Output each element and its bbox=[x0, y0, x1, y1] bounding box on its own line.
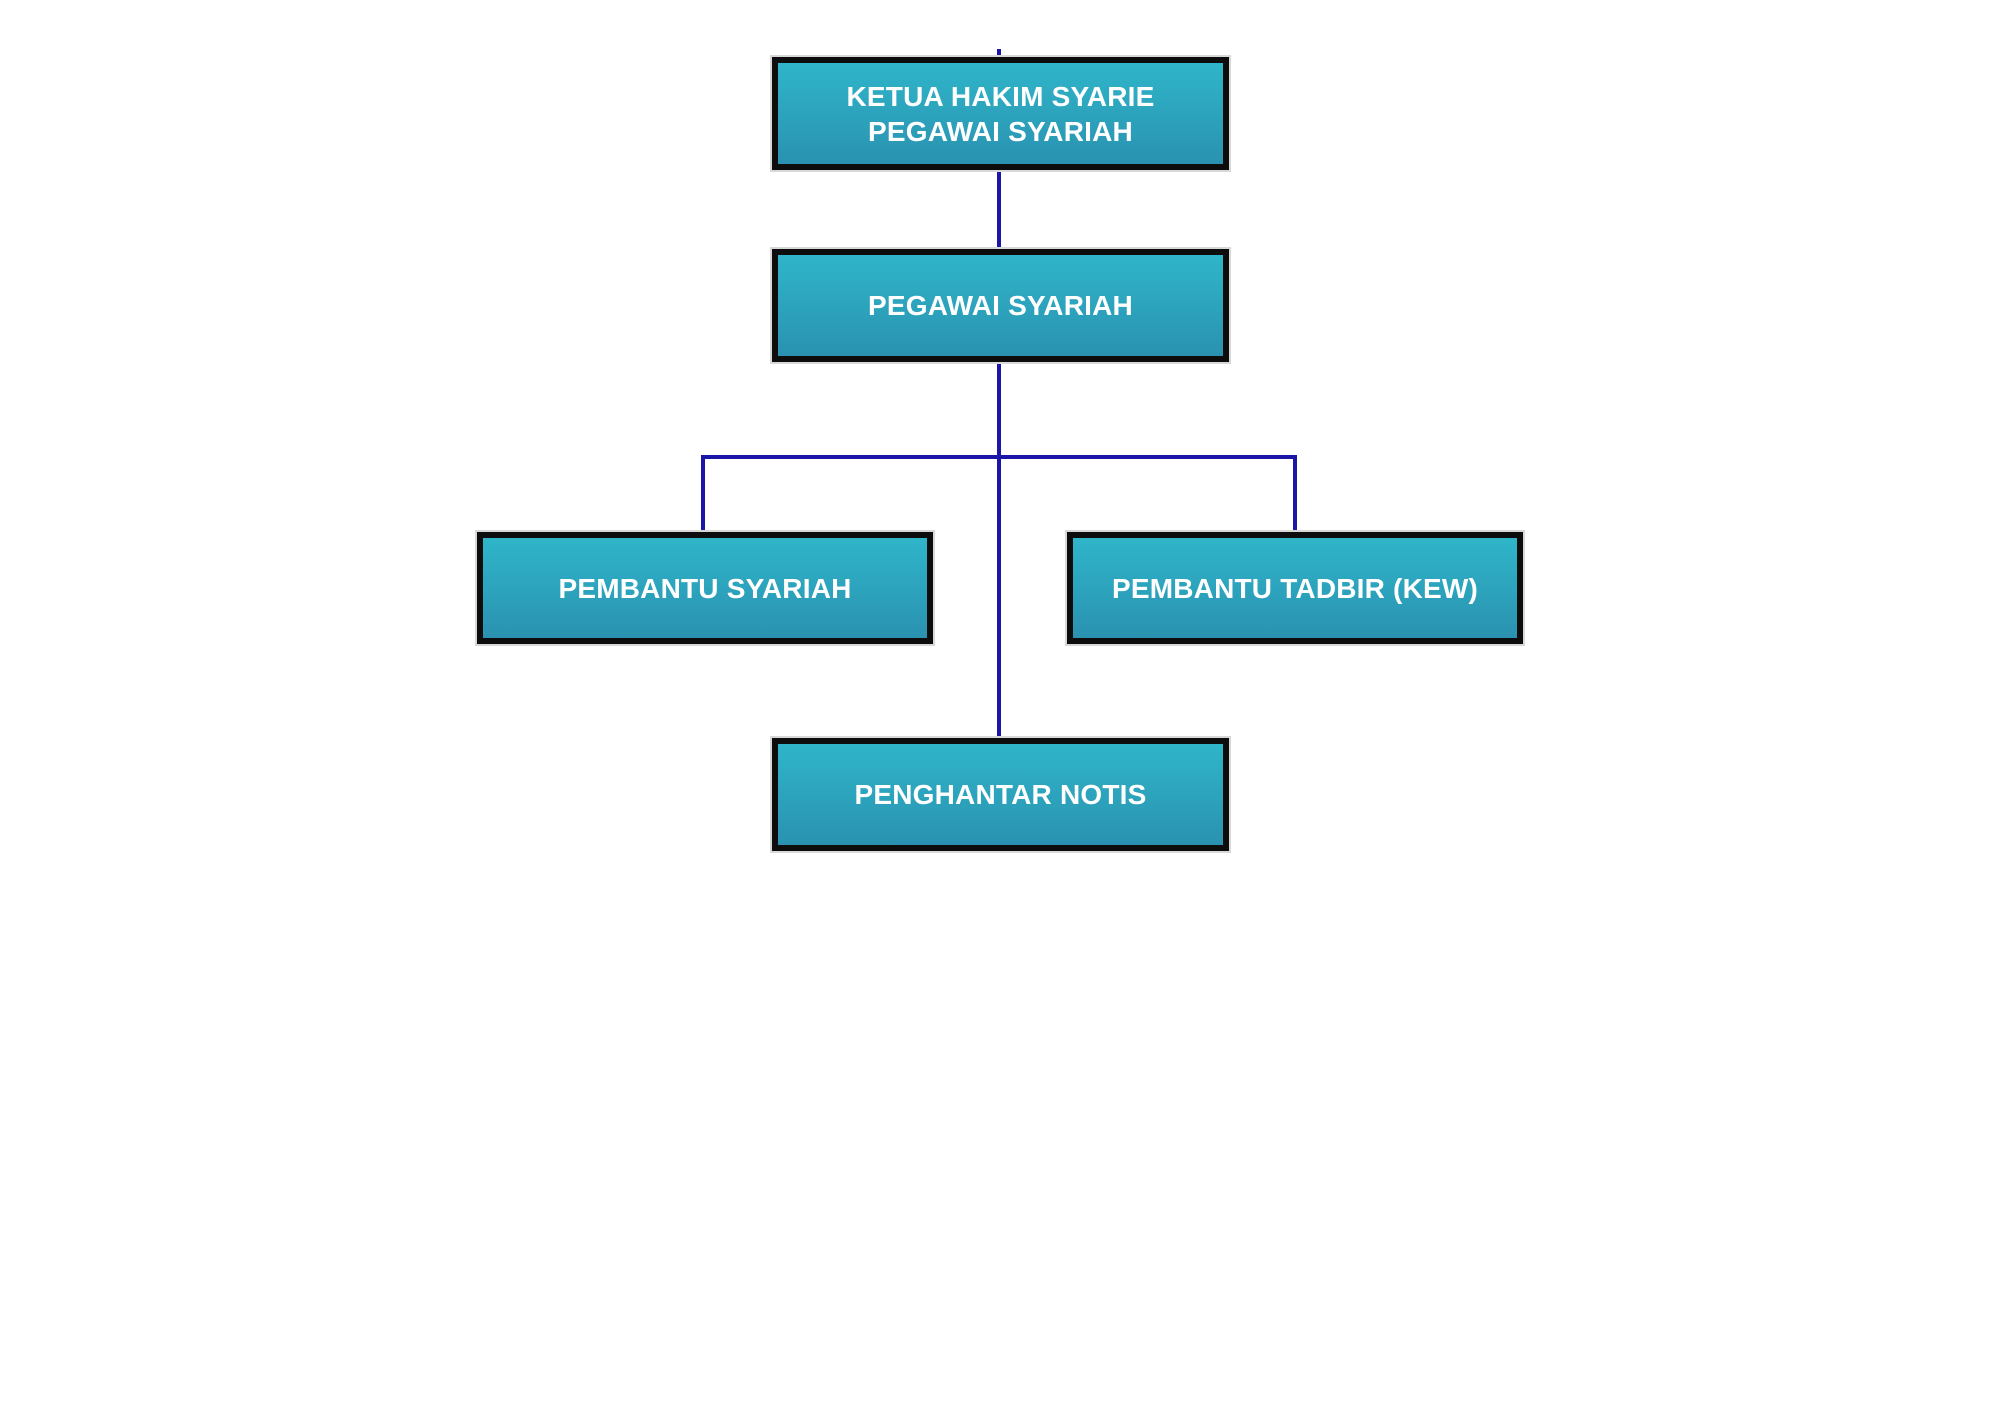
connector-drop-to-pembantu-syariah bbox=[701, 455, 705, 532]
connector-root-to-pegawai-syariah bbox=[997, 170, 1001, 249]
connector-horizontal-branch bbox=[701, 455, 1297, 459]
org-node-pembantu-syariah: PEMBANTU SYARIAH bbox=[475, 530, 935, 646]
org-node-pegawai-syariah: PEGAWAI SYARIAH bbox=[770, 247, 1231, 364]
org-node-pembantu-tadbir-kew: PEMBANTU TADBIR (KEW) bbox=[1065, 530, 1525, 646]
org-node-ketua-hakim-syarie: KETUA HAKIM SYARIE PEGAWAI SYARIAH bbox=[770, 55, 1231, 172]
org-node-penghantar-notis: PENGHANTAR NOTIS bbox=[770, 736, 1231, 853]
connector-drop-to-pembantu-tadbir bbox=[1293, 455, 1297, 532]
connector-stub-above-root bbox=[997, 49, 1001, 57]
connector-pegawai-syariah-to-penghantar-notis bbox=[997, 362, 1001, 738]
